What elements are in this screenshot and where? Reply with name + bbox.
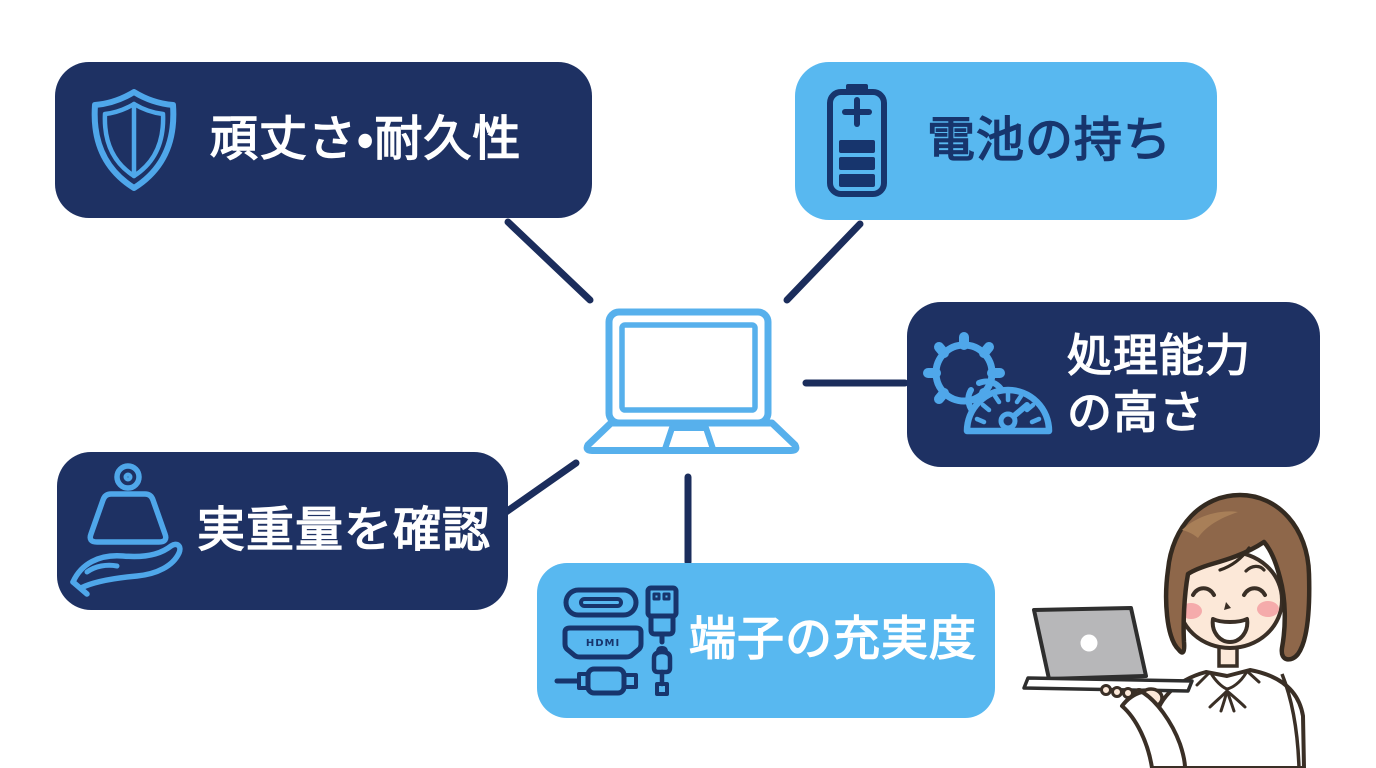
node-weight-label: 実重量を確認 bbox=[197, 502, 492, 559]
node-durability: 頑丈さ・耐久性 bbox=[55, 62, 592, 218]
right-arm-seam bbox=[1280, 673, 1301, 768]
connector-weight bbox=[502, 459, 580, 516]
woman-holding-laptop-illustration bbox=[1022, 492, 1312, 768]
node-weight: 実重量を確認 bbox=[57, 452, 508, 610]
node-performance: 処理能力 の高さ bbox=[907, 302, 1320, 467]
gear-speedometer-icon bbox=[923, 331, 1053, 434]
blush-right bbox=[1257, 601, 1279, 617]
held-laptop-logo bbox=[1080, 634, 1098, 652]
node-performance-label: 処理能力 の高さ bbox=[1067, 328, 1251, 441]
connector-battery bbox=[783, 220, 864, 304]
node-performance-line2: の高さ bbox=[1067, 385, 1206, 439]
node-ports: HDMI 端子の充実度 bbox=[537, 563, 995, 718]
sleeve-arm bbox=[1120, 690, 1187, 768]
shield-icon bbox=[91, 89, 177, 191]
node-ports-label: 端子の充実度 bbox=[689, 612, 977, 668]
node-battery-label: 電池の持ち bbox=[927, 112, 1173, 169]
eyes-closed-happy bbox=[1191, 586, 1267, 597]
smiling-mouth bbox=[1210, 617, 1250, 644]
hdmi-port-label: HDMI bbox=[586, 638, 620, 649]
battery-icon bbox=[827, 84, 887, 197]
node-performance-line1: 処理能力 bbox=[1067, 329, 1252, 383]
collar-detail bbox=[1195, 670, 1261, 713]
nose bbox=[1224, 602, 1231, 610]
hair-highlight bbox=[1182, 511, 1238, 538]
node-battery: 電池の持ち bbox=[795, 62, 1217, 220]
hair-strand bbox=[1218, 546, 1251, 572]
eyebrow-right bbox=[1244, 564, 1266, 573]
laptop-icon bbox=[583, 308, 800, 454]
ports-icon: HDMI bbox=[554, 585, 679, 696]
hair bbox=[1163, 492, 1312, 662]
connector-durability bbox=[504, 218, 594, 304]
node-durability-label: 頑丈さ・耐久性 bbox=[210, 111, 522, 168]
weight-hand-icon bbox=[70, 463, 183, 597]
